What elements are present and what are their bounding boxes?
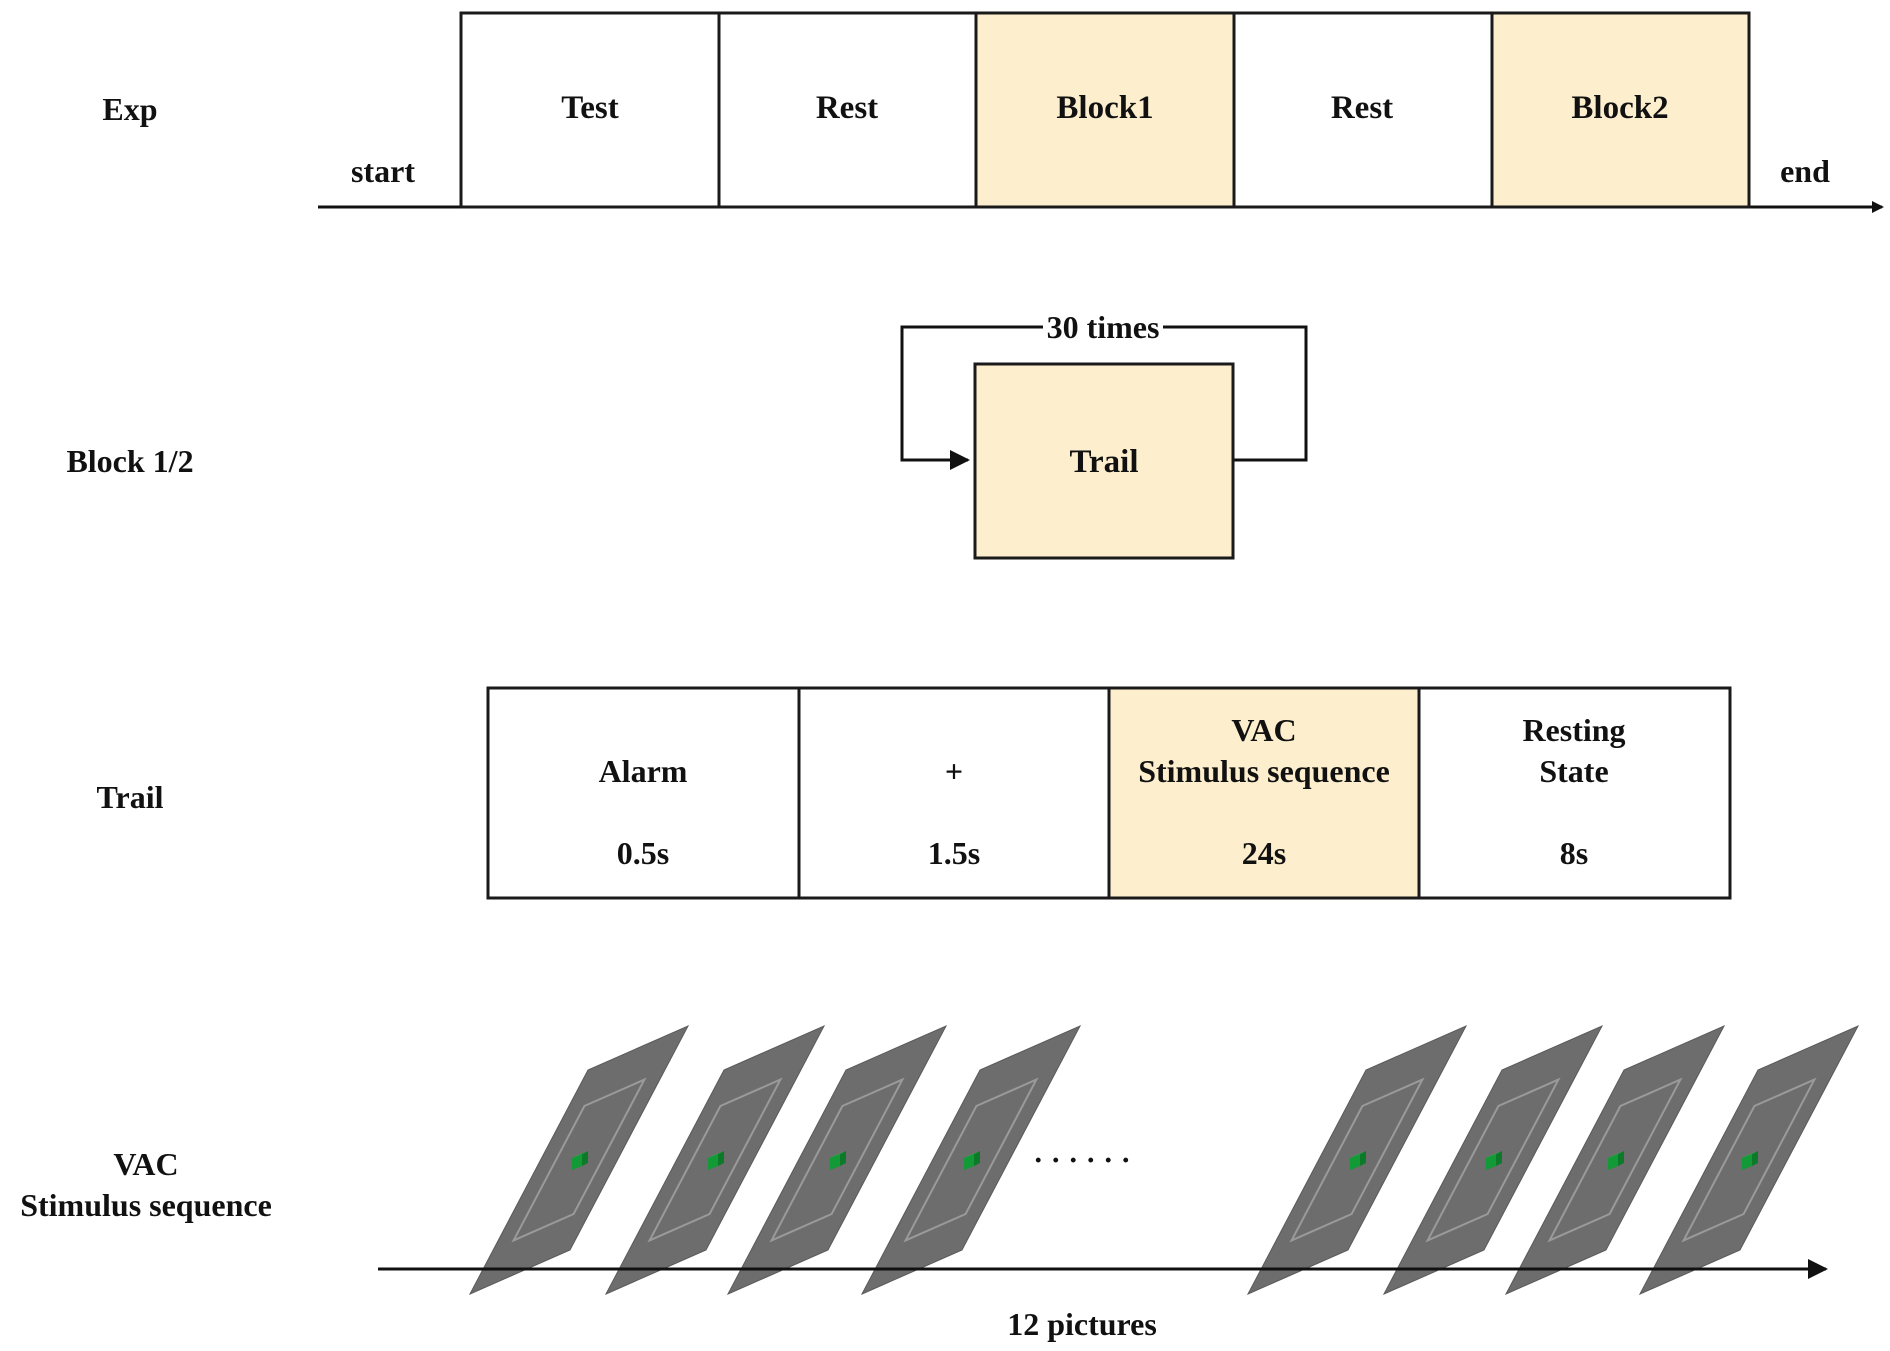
trail-cell-title-line2: +	[945, 753, 963, 789]
trail-cell-duration: 24s	[1242, 835, 1286, 871]
pictures-caption: 12 pictures	[1007, 1306, 1157, 1342]
trail-cell-title-line2: Alarm	[599, 753, 688, 789]
exp-segment-test: Test	[561, 90, 618, 126]
exp-segment: Rest	[1232, 11, 1494, 209]
exp-segment: Test	[459, 11, 721, 209]
exp-segment: Rest	[717, 11, 978, 209]
stimulus-picture	[1246, 1024, 1468, 1296]
green-cube-icon	[964, 1151, 980, 1170]
vac-row-label-line2: Stimulus sequence	[20, 1187, 272, 1223]
green-cube-icon	[1742, 1151, 1758, 1170]
trail-box-label: Trail	[1069, 444, 1138, 480]
stimulus-picture	[1638, 1024, 1860, 1296]
green-cube-icon	[1486, 1151, 1502, 1170]
green-cube-icon	[830, 1151, 846, 1170]
stimulus-picture	[726, 1024, 948, 1296]
trail-cell-title-line1: VAC	[1231, 712, 1296, 748]
loop-count-label: 30 times	[1047, 309, 1160, 345]
loop-line	[900, 325, 1308, 460]
exp-segment-rest-2: Rest	[1331, 90, 1393, 126]
stimulus-picture	[860, 1024, 1082, 1296]
trail-cell-duration: 8s	[1560, 835, 1588, 871]
exp-row-label: Exp	[102, 91, 157, 127]
vac-row-label-line1: VAC	[113, 1146, 178, 1182]
exp-segment-rest: Rest	[816, 90, 878, 126]
trail-cell-title-line2: State	[1539, 753, 1608, 789]
trail-cell-duration: 1.5s	[928, 835, 980, 871]
trail-cell-title-line2: Stimulus sequence	[1138, 753, 1390, 789]
stimulus-picture	[604, 1024, 826, 1296]
trail-cell-resting: Resting State 8s	[1417, 686, 1732, 900]
stimulus-picture	[1382, 1024, 1604, 1296]
green-cube-icon	[708, 1151, 724, 1170]
stimulus-pictures	[468, 1024, 1860, 1296]
trail-cell-alarm: Alarm 0.5s	[486, 686, 801, 900]
exp-segment: Block2	[1490, 11, 1751, 209]
exp-start-label: start	[351, 153, 415, 189]
block-row-label: Block 1/2	[66, 443, 193, 479]
green-cube-icon	[1608, 1151, 1624, 1170]
green-cube-icon	[572, 1151, 588, 1170]
stimulus-picture	[1504, 1024, 1726, 1296]
exp-segment-block2: Block2	[1571, 90, 1668, 126]
trail-cell-duration: 0.5s	[617, 835, 669, 871]
trail-box	[973, 362, 1235, 560]
trail-cell-vac: VAC Stimulus sequence 24s	[1107, 686, 1421, 900]
exp-segment-block1: Block1	[1056, 90, 1153, 126]
ellipsis: · · · · · ·	[1033, 1144, 1131, 1177]
stimulus-picture	[468, 1024, 690, 1296]
trail-cell-title-line1: Resting	[1522, 712, 1625, 748]
exp-segment: Block1	[974, 11, 1236, 209]
exp-end-label: end	[1780, 153, 1830, 189]
green-cube-icon	[1350, 1151, 1366, 1170]
trail-row-label: Trail	[97, 779, 164, 815]
trail-cell-fixation: + 1.5s	[797, 686, 1111, 900]
